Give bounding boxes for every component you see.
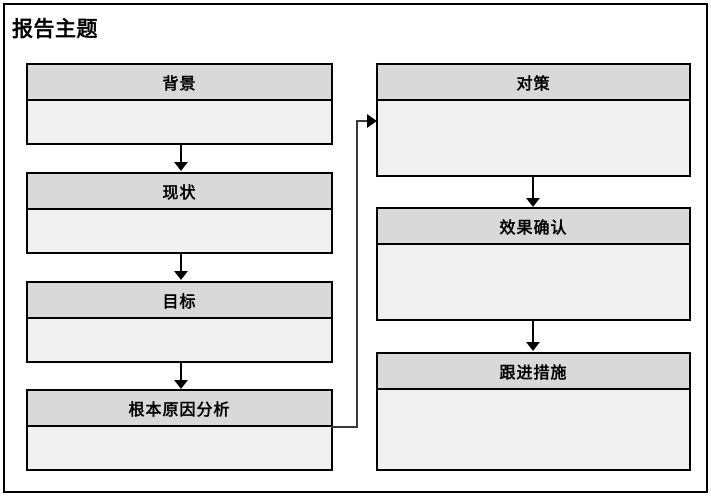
node-effect-confirmation-header: 效果确认 bbox=[378, 209, 689, 245]
node-background[interactable]: 背景 bbox=[26, 63, 333, 145]
node-effect-confirmation-body[interactable] bbox=[378, 245, 689, 319]
node-root-cause-analysis[interactable]: 根本原因分析 bbox=[26, 389, 333, 471]
node-followup-action-header: 跟进措施 bbox=[378, 354, 689, 390]
node-followup-action-body[interactable] bbox=[378, 390, 689, 469]
node-background-body[interactable] bbox=[28, 101, 331, 143]
connector-root-cause-to-countermeasure bbox=[331, 114, 381, 432]
arrow-target-to-root-cause bbox=[174, 363, 188, 389]
connector-segment-bottom bbox=[331, 426, 358, 428]
connector-segment-top bbox=[356, 120, 374, 122]
node-effect-confirmation[interactable]: 效果确认 bbox=[376, 207, 691, 321]
node-followup-action[interactable]: 跟进措施 bbox=[376, 352, 691, 471]
arrow-countermeasure-to-effect bbox=[526, 177, 540, 207]
node-countermeasure[interactable]: 对策 bbox=[376, 63, 691, 177]
arrow-effect-to-followup bbox=[526, 321, 540, 351]
node-current-status[interactable]: 现状 bbox=[26, 172, 333, 254]
page-title: 报告主题 bbox=[12, 18, 98, 41]
node-countermeasure-body[interactable] bbox=[378, 101, 689, 175]
arrow-current-to-target bbox=[174, 254, 188, 280]
node-target-body[interactable] bbox=[28, 319, 331, 361]
node-current-status-header: 现状 bbox=[28, 174, 331, 210]
node-current-status-body[interactable] bbox=[28, 210, 331, 252]
node-countermeasure-header: 对策 bbox=[378, 65, 689, 101]
node-root-cause-analysis-body[interactable] bbox=[28, 427, 331, 469]
outer-frame bbox=[3, 3, 708, 493]
arrow-background-to-current bbox=[174, 145, 188, 171]
node-target-header: 目标 bbox=[28, 283, 331, 319]
node-root-cause-analysis-header: 根本原因分析 bbox=[28, 391, 331, 427]
connector-segment-vertical bbox=[356, 120, 358, 428]
node-target[interactable]: 目标 bbox=[26, 281, 333, 363]
connector-arrowhead bbox=[367, 114, 377, 128]
node-background-header: 背景 bbox=[28, 65, 331, 101]
